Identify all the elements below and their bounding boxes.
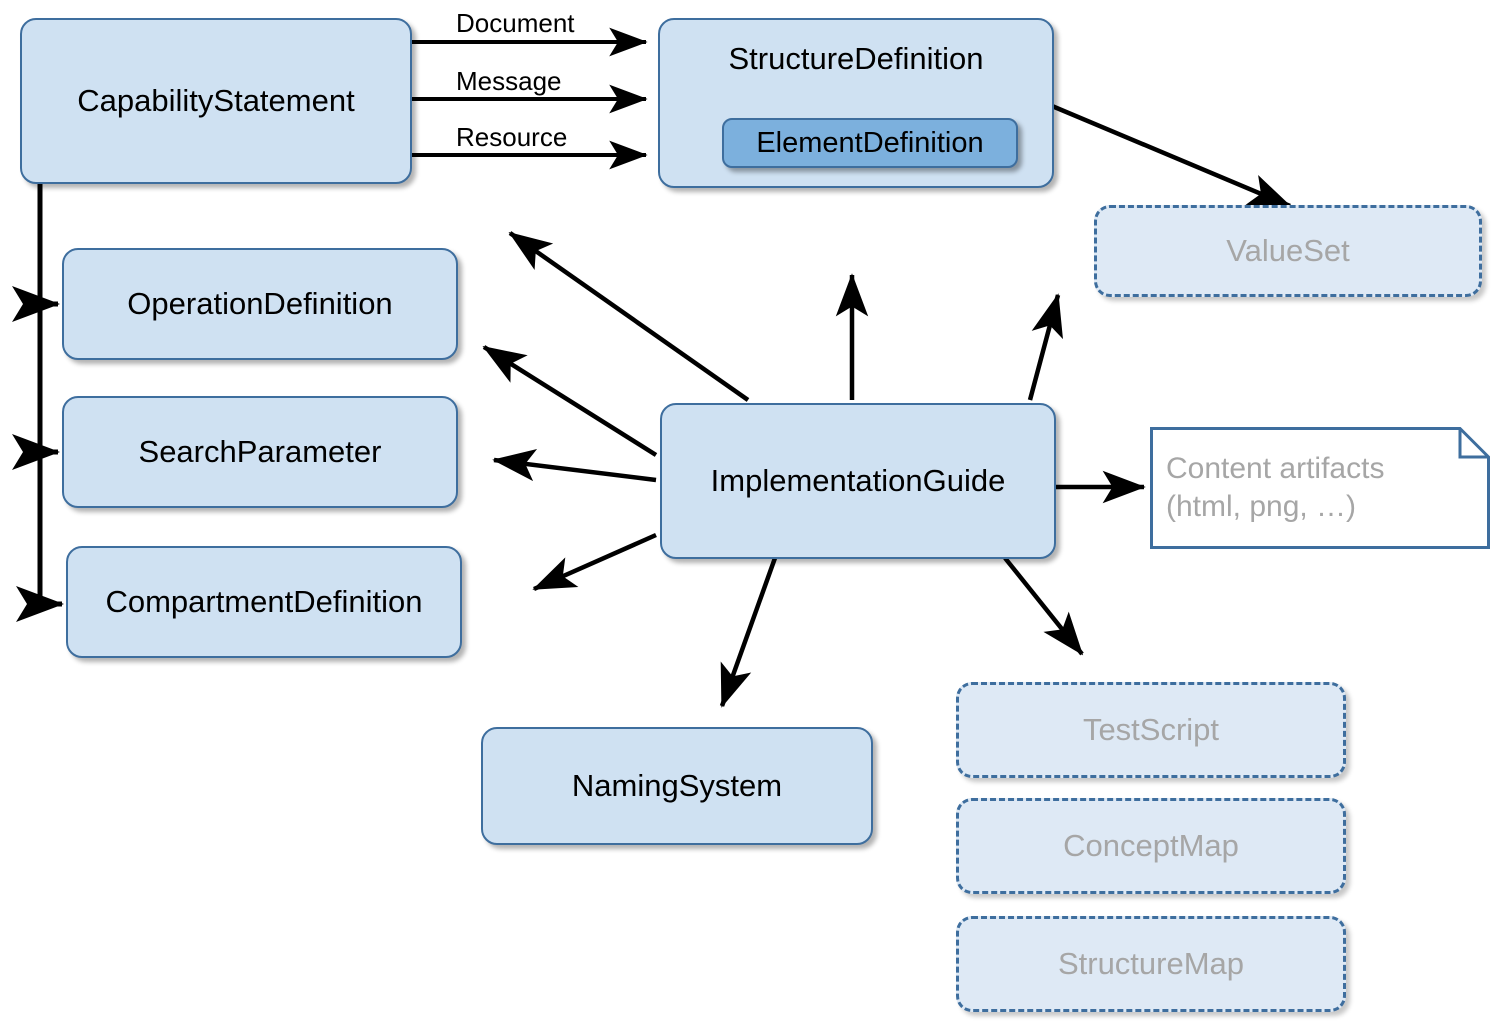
content-artifacts-line-2: (html, png, …) bbox=[1166, 490, 1357, 523]
edge-capability-left-trunk bbox=[37, 184, 56, 607]
edge-label-message: Message bbox=[456, 66, 562, 96]
node-value-set[interactable]: ValueSet bbox=[1094, 205, 1482, 297]
node-operation-definition[interactable]: OperationDefinition bbox=[62, 248, 458, 360]
content-artifacts-label: Content artifacts (html, png, …) bbox=[1166, 450, 1384, 527]
edge-structure-to-valueset bbox=[1051, 103, 1292, 209]
node-element-definition[interactable]: ElementDefinition bbox=[722, 118, 1018, 168]
node-naming-system[interactable]: NamingSystem bbox=[481, 727, 873, 845]
edge-ig-to-compartmentdefinition bbox=[532, 532, 657, 592]
edge-label-resource: Resource bbox=[456, 122, 568, 152]
node-content-artifacts[interactable]: Content artifacts (html, png, …) bbox=[1150, 427, 1490, 549]
node-capability-statement[interactable]: CapabilityStatement bbox=[20, 18, 412, 184]
node-structure-map[interactable]: StructureMap bbox=[956, 916, 1346, 1012]
edge-ig-to-valueset bbox=[1027, 293, 1063, 401]
edge-ig-to-searchparameter bbox=[492, 448, 657, 483]
node-test-script[interactable]: TestScript bbox=[956, 682, 1346, 778]
edge-ig-to-structuredefinition bbox=[508, 231, 750, 402]
document-shape-icon bbox=[1150, 427, 1490, 549]
edge-ig-to-namingsystem bbox=[719, 557, 778, 708]
edge-ig-to-operationdefinition bbox=[482, 345, 658, 457]
node-structure-definition-label: StructureDefinition bbox=[728, 41, 984, 76]
node-search-parameter[interactable]: SearchParameter bbox=[62, 396, 458, 508]
node-implementation-guide[interactable]: ImplementationGuide bbox=[660, 403, 1056, 559]
edge-ig-to-testscript bbox=[1003, 556, 1084, 656]
content-artifacts-line-1: Content artifacts bbox=[1166, 451, 1385, 485]
edge-label-document: Document bbox=[456, 8, 575, 38]
node-compartment-definition[interactable]: CompartmentDefinition bbox=[66, 546, 462, 658]
node-concept-map[interactable]: ConceptMap bbox=[956, 798, 1346, 894]
